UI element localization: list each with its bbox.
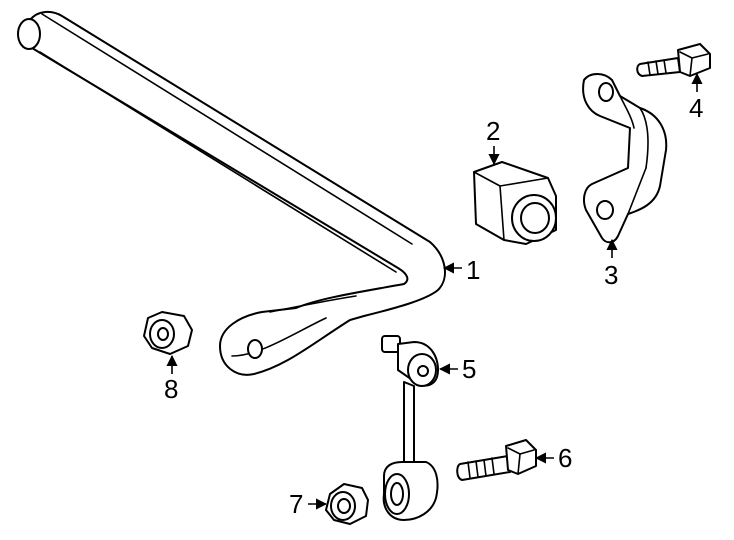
callout-1: 1	[466, 255, 480, 285]
callout-2: 2	[486, 116, 500, 146]
stabilizer-link[interactable]	[381, 335, 439, 521]
callout-8: 8	[164, 374, 178, 404]
bar-nut[interactable]	[143, 311, 193, 355]
callout-7: 7	[289, 489, 303, 519]
stabilizer-bar[interactable]	[17, 10, 446, 376]
callout-3: 3	[604, 260, 618, 290]
callout-6: 6	[558, 443, 572, 473]
link-nut[interactable]	[325, 483, 369, 525]
callout-5: 5	[462, 354, 476, 384]
callout-4: 4	[689, 93, 703, 123]
bracket-bolt[interactable]	[636, 43, 711, 77]
bracket[interactable]	[582, 73, 668, 244]
link-bolt[interactable]	[456, 439, 537, 481]
bushing[interactable]	[473, 161, 557, 245]
